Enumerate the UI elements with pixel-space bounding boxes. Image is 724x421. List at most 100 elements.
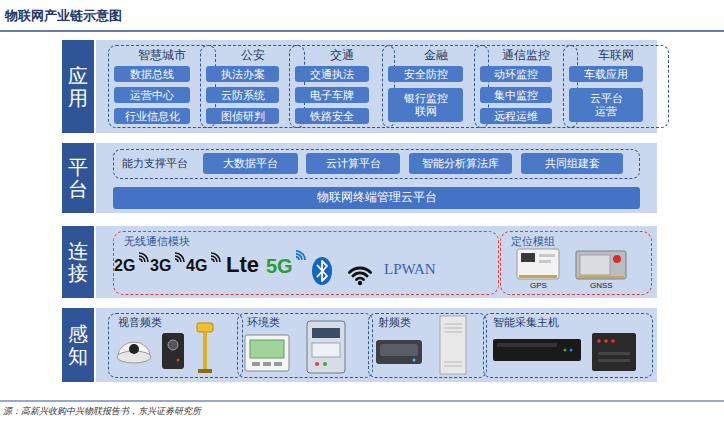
platform-box: 云计算平台	[306, 153, 400, 174]
collector-unit-slot	[598, 359, 630, 362]
rf-cabinet	[440, 316, 466, 374]
layer-block	[62, 40, 94, 133]
layer-label: 连接	[68, 240, 88, 284]
module-box: 数据总线	[114, 66, 190, 82]
item-label: 云计算平台	[326, 157, 381, 170]
layer-label: 应用	[68, 65, 88, 109]
module-box: 电子车牌	[295, 87, 369, 103]
rf-reader	[376, 340, 422, 364]
item-label: 银行监控 联网	[401, 92, 451, 118]
wifi-dot	[358, 281, 362, 285]
item-label: 数据总线	[130, 68, 174, 81]
module-box: 运营中心	[114, 87, 190, 103]
gnss-shield	[580, 255, 610, 275]
bar-label: 物联网终端管理云平台	[317, 191, 437, 205]
item-label: 执法办案	[221, 68, 265, 81]
module-box: 银行监控 联网	[388, 88, 463, 122]
nvr-host-led	[564, 349, 567, 352]
module-box: 动环监控	[480, 66, 552, 82]
source-rule	[0, 401, 724, 402]
module-box: 交通执法	[295, 66, 369, 82]
group-heading: 射频类	[378, 316, 486, 329]
module-group: 定位模组	[500, 231, 652, 295]
sensing-group: 智能采集主机	[483, 313, 653, 378]
layer-panel	[96, 40, 657, 133]
platform-box: 大数据平台	[203, 153, 298, 174]
pole-sensor-base	[198, 369, 212, 373]
module-box: 安全防控	[388, 66, 463, 82]
collector-unit-led	[597, 339, 601, 343]
group-heading: 交通	[290, 48, 394, 62]
group-heading: 定位模组	[511, 235, 651, 248]
collector-unit-led	[604, 339, 608, 343]
electric-meter-led	[323, 362, 327, 366]
module-box: 行业信息化	[114, 108, 190, 124]
module-box: 铁路安全	[295, 108, 369, 124]
group-heading: 车联网	[564, 48, 668, 62]
nvr-host-face	[497, 343, 557, 347]
layer-block	[62, 308, 94, 382]
layer-label: 平台	[68, 156, 88, 200]
body-camera-led	[177, 359, 180, 362]
title-rule	[0, 30, 724, 32]
gps-chip-pins	[519, 275, 557, 278]
signal-arcs	[139, 253, 148, 262]
layer-block	[62, 226, 94, 298]
env-meter-screen	[250, 340, 284, 358]
pole-sensor-pole	[203, 332, 207, 370]
wifi-icon	[349, 268, 370, 279]
item-label: 智能分析算法库	[422, 157, 499, 170]
platform-box: 共同组建套	[521, 153, 623, 174]
rf-cabinet-vents	[444, 324, 462, 366]
category-group: 金融安全防控银行监控 联网	[382, 45, 489, 128]
item-label: 大数据平台	[223, 157, 278, 170]
module-box: 车载应用	[569, 66, 643, 82]
item-label: 云平台 运营	[581, 92, 631, 118]
layer-panel	[96, 226, 657, 298]
gnss-board	[576, 251, 626, 279]
layer-panel	[96, 143, 657, 213]
nvr-host	[493, 339, 581, 361]
bluetooth-icon	[312, 257, 332, 285]
item-label: 铁路安全	[310, 110, 354, 123]
signal-arcs	[211, 253, 220, 262]
gps-chip-die	[521, 253, 535, 262]
gnss-pins	[578, 276, 624, 278]
network-logo: LPWAN	[384, 262, 436, 277]
rf-reader-led	[413, 359, 416, 362]
layer-label: 感知	[68, 323, 88, 367]
sensing-group: 视音频类	[108, 313, 243, 378]
layer-block	[62, 143, 94, 213]
network-logo: 2G	[114, 258, 135, 274]
collector-unit-slot	[598, 352, 630, 355]
item-label: 共同组建套	[545, 157, 600, 170]
network-logo: Lte	[226, 254, 259, 276]
electric-meter	[307, 321, 345, 373]
group-heading: 视音频类	[118, 316, 242, 329]
chip-label: GNSS	[590, 282, 613, 290]
group-heading: 金融	[383, 48, 488, 62]
group-heading: 能力支撑平台	[122, 157, 188, 170]
signal-arcs	[175, 253, 184, 262]
body-camera	[162, 333, 184, 369]
layer-band: 平台 能力支撑平台 大数据平台 云计算平台 智能分析算法库 共同组建套物联网终端管理云平台	[62, 143, 657, 213]
group-heading: 通信监控	[475, 48, 577, 62]
network-logo: 4G	[186, 258, 207, 274]
module-box: 云防系统	[206, 87, 279, 103]
diagram-title: 物联网产业链示意图	[5, 9, 122, 22]
bluetooth-rune	[317, 261, 327, 281]
rf-reader-face	[380, 344, 418, 356]
module-box: 图侦研判	[206, 108, 279, 124]
module-box: 集中监控	[480, 87, 552, 103]
layer-band: 感知 视音频类环境类射频类智能采集主机	[62, 308, 657, 382]
pole-sensor-head	[197, 323, 213, 332]
module-box: 执法办案	[206, 66, 279, 82]
electric-meter-panel	[312, 343, 340, 357]
group-heading: 无线通信模块	[124, 235, 498, 248]
env-meter-button	[252, 362, 260, 366]
category-group: 车联网车载应用云平台 运营	[563, 45, 669, 128]
group-heading: 环境类	[247, 316, 372, 329]
item-label: 安全防控	[404, 68, 448, 81]
platform-group: 能力支撑平台 大数据平台 云计算平台 智能分析算法库 共同组建套	[113, 149, 640, 179]
